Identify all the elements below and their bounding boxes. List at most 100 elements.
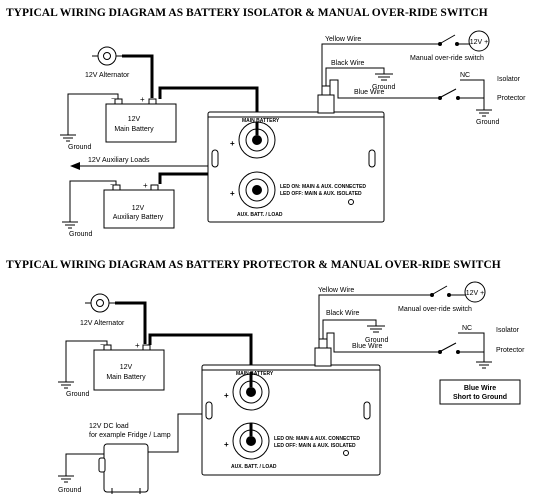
top-title: TYPICAL WIRING DIAGRAM AS BATTERY ISOLAT…: [6, 7, 488, 19]
bottom-isolator-label: Isolator: [496, 327, 520, 334]
top-main-positive-wire: [158, 86, 259, 122]
bottom-manual-switch: [430, 285, 465, 297]
bottom-diagram: TYPICAL WIRING DIAGRAM AS BATTERY PROTEC…: [6, 259, 525, 494]
top-led-off-label: LED OFF: MAIN & AUX. ISOLATED: [280, 191, 362, 197]
bottom-main-ground-symbol: [58, 381, 74, 389]
bottom-main-battery-label: Main Battery: [106, 374, 146, 381]
top-blue-wire-label: Blue Wire: [354, 89, 384, 96]
bottom-main-battery-plus: +: [135, 341, 140, 350]
bottom-alternator: 12V Alternator: [80, 293, 125, 327]
top-aux-ground-label: Ground: [69, 231, 92, 238]
top-main-battery-plus: +: [140, 95, 145, 104]
top-yellow-wire-label: Yellow Wire: [325, 36, 361, 43]
bottom-dc-load: [98, 443, 149, 494]
bottom-blue-wire: [326, 332, 440, 353]
bottom-main-terminal-plus: +: [224, 391, 229, 400]
top-aux-ground-symbol: [62, 221, 78, 229]
bottom-12v-label: 12V +: [466, 290, 485, 297]
bottom-alternator-label: 12V Alternator: [80, 320, 125, 327]
top-black-ground-label: Ground: [372, 84, 395, 91]
top-12v-source: 12V +: [468, 30, 490, 52]
top-isolator-unit: MAIN BATTERY + AUX. BATT. / LOAD + LED O…: [207, 85, 385, 223]
bottom-blue-note-line1: Blue Wire: [464, 385, 496, 392]
top-manual-switch: [438, 34, 470, 46]
bottom-load-ground-wire: [65, 453, 104, 476]
top-aux-terminal-label: AUX. BATT. / LOAD: [237, 212, 283, 218]
bottom-dc-load-label-1: 12V DC load: [89, 423, 129, 430]
top-main-ground-label: Ground: [68, 144, 91, 151]
bottom-main-battery: − + 12V Main Battery: [93, 341, 165, 391]
top-diagram: TYPICAL WIRING DIAGRAM AS BATTERY ISOLAT…: [6, 7, 526, 238]
bottom-dc-load-label-2: for example Fridge / Lamp: [89, 432, 171, 439]
top-aux-ground-wire: [69, 180, 117, 222]
bottom-nc-label: NC: [462, 325, 472, 332]
top-mode-ground-symbol: [476, 109, 492, 117]
top-alternator-wire: [122, 54, 154, 98]
bottom-blue-note-line2: Short to Ground: [453, 394, 507, 401]
bottom-black-ground-symbol: [367, 325, 385, 333]
bottom-led-off-label: LED OFF: MAIN & AUX. ISOLATED: [274, 443, 356, 449]
top-12v-label: 12V +: [470, 39, 489, 46]
top-main-battery: − + 12V Main Battery: [105, 95, 177, 143]
bottom-protector-unit: MAIN BATTERY + AUX. BATT. / LOAD + LED O…: [201, 338, 381, 476]
bottom-black-wire-label: Black Wire: [326, 310, 360, 317]
bottom-main-positive-wire: [148, 333, 253, 372]
bottom-black-ground-label: Ground: [365, 337, 388, 344]
bottom-main-battery-voltage: 12V: [120, 364, 133, 371]
top-main-ground-wire: [67, 93, 119, 135]
top-aux-battery-minus: −: [110, 182, 114, 189]
bottom-aux-terminal-plus: +: [224, 440, 229, 449]
top-nc-wire: [460, 79, 485, 92]
top-aux-battery-plus: +: [143, 181, 148, 190]
bottom-title: TYPICAL WIRING DIAGRAM AS BATTERY PROTEC…: [6, 259, 501, 271]
top-main-battery-label: Main Battery: [114, 126, 154, 133]
top-aux-loads-arrowhead: [70, 162, 80, 170]
top-aux-battery-label: Auxiliary Battery: [113, 214, 164, 221]
bottom-12v-source: 12V +: [464, 281, 486, 303]
bottom-blue-wire-note: Blue Wire Short to Ground: [439, 379, 521, 405]
top-black-wire-label: Black Wire: [331, 60, 365, 67]
bottom-load-ground-symbol: [58, 475, 74, 483]
top-black-ground-symbol: [375, 73, 393, 81]
top-main-ground-symbol: [60, 134, 76, 142]
bottom-aux-terminal-label: AUX. BATT. / LOAD: [231, 464, 277, 470]
top-black-wire: [325, 67, 385, 86]
top-mode-switch: [438, 88, 485, 110]
bottom-yellow-wire: [318, 294, 432, 339]
top-manual-switch-label: Manual over-ride switch: [410, 55, 484, 62]
bottom-black-wire: [322, 319, 377, 339]
top-led-on-label: LED ON: MAIN & AUX. CONNECTED: [280, 184, 366, 190]
bottom-load-ground-label: Ground: [58, 487, 81, 494]
top-protector-label: Protector: [497, 95, 526, 102]
bottom-mode-switch: [438, 342, 485, 362]
bottom-alternator-wire: [115, 301, 147, 344]
top-aux-battery: − + 12V Auxiliary Battery: [103, 181, 175, 229]
top-nc-label: NC: [460, 72, 470, 79]
bottom-led-indicator: [343, 450, 349, 456]
top-led-indicator: [348, 199, 354, 205]
top-isolator-label: Isolator: [497, 76, 521, 83]
top-yellow-wire: [321, 43, 440, 86]
bottom-protector-label: Protector: [496, 347, 525, 354]
top-aux-loads-label: 12V Auxiliary Loads: [88, 157, 150, 164]
top-blue-wire: [329, 79, 440, 99]
bottom-blue-wire-label: Blue Wire: [352, 343, 382, 350]
bottom-mode-ground-symbol: [476, 361, 492, 369]
bottom-yellow-wire-label: Yellow Wire: [318, 287, 354, 294]
top-alternator-label: 12V Alternator: [85, 72, 130, 79]
bottom-main-terminal-label: MAIN BATTERY: [236, 371, 274, 377]
bottom-main-battery-minus: −: [100, 342, 104, 349]
top-main-battery-minus: −: [111, 96, 115, 103]
top-main-terminal-plus: +: [230, 139, 235, 148]
top-main-battery-voltage: 12V: [128, 116, 141, 123]
top-aux-terminal-plus: +: [230, 189, 235, 198]
top-alternator: 12V Alternator: [85, 46, 130, 79]
bottom-main-ground-label: Ground: [66, 391, 89, 398]
bottom-manual-switch-label: Manual over-ride switch: [398, 306, 472, 313]
bottom-nc-wire: [458, 332, 485, 346]
top-mode-ground-label: Ground: [476, 119, 499, 126]
top-main-terminal-label: MAIN BATTERY: [242, 118, 280, 124]
bottom-led-on-label: LED ON: MAIN & AUX. CONNECTED: [274, 436, 360, 442]
bottom-main-ground-wire: [65, 340, 108, 382]
